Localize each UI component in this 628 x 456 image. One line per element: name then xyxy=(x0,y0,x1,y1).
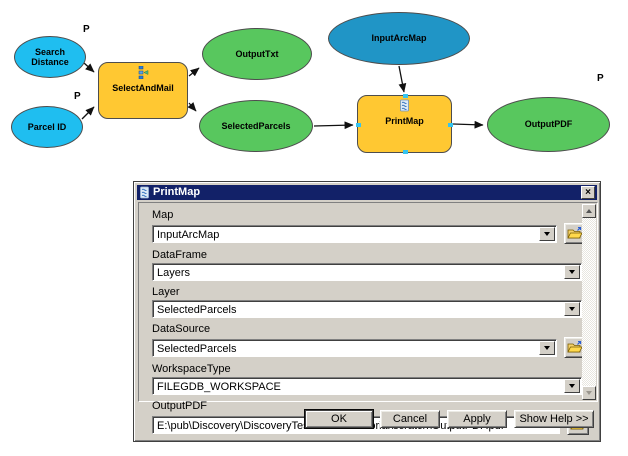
workspacetype-combobox[interactable]: FILEGDB_WORKSPACE xyxy=(152,377,582,395)
show-help-button[interactable]: Show Help >> xyxy=(514,410,594,428)
field-label-map: Map xyxy=(152,209,174,221)
dropdown-arrow-button[interactable] xyxy=(539,226,555,241)
connector-arrows xyxy=(81,62,484,130)
node-label: OutputPDF xyxy=(524,119,573,130)
node-label: Search Distance xyxy=(31,46,69,67)
datasource-combobox[interactable]: SelectedParcels xyxy=(152,338,557,357)
node-select-and-mail[interactable]: SelectAndMail xyxy=(98,62,188,119)
field-label-dataframe: DataFrame xyxy=(152,249,208,261)
parameter-marker-parcel-id: P xyxy=(74,91,81,102)
workspacetype-value: FILEGDB_WORKSPACE xyxy=(157,381,281,393)
field-label-layer: Layer xyxy=(152,286,180,298)
node-parcel-id[interactable]: Parcel ID xyxy=(11,106,83,148)
layer-combobox[interactable]: SelectedParcels xyxy=(152,300,582,318)
apply-button[interactable]: Apply xyxy=(447,410,507,428)
dropdown-arrow-button[interactable] xyxy=(564,379,580,393)
datasource-browse-button[interactable] xyxy=(564,337,586,358)
node-print-map[interactable]: PrintMap xyxy=(356,94,453,154)
model-icon xyxy=(138,66,149,79)
vertical-scrollbar[interactable] xyxy=(582,204,596,400)
node-label: SelectAndMail xyxy=(112,83,174,93)
node-input-arcmap[interactable]: InputArcMap xyxy=(328,12,470,65)
script-icon xyxy=(140,186,149,199)
chevron-down-icon xyxy=(569,270,575,274)
open-folder-icon xyxy=(567,227,583,239)
dropdown-arrow-button[interactable] xyxy=(539,340,555,355)
field-label-workspacetype: WorkspaceType xyxy=(152,363,231,375)
map-combobox[interactable]: InputArcMap xyxy=(152,224,557,243)
triangle-down-icon xyxy=(586,391,592,395)
dataframe-value: Layers xyxy=(157,267,191,279)
parameter-marker-output-pdf: P xyxy=(597,73,604,84)
printmap-dialog: PrintMap × Map InputArcMap xyxy=(133,181,601,442)
chevron-down-icon xyxy=(544,345,550,350)
cancel-button[interactable]: Cancel xyxy=(380,410,440,428)
node-label: Parcel ID xyxy=(27,121,67,132)
node-label: InputArcMap xyxy=(371,33,427,44)
model-diagram: Search Distance P Parcel ID P SelectAndM… xyxy=(0,0,628,180)
chevron-down-icon xyxy=(544,231,550,236)
field-label-datasource: DataSource xyxy=(152,323,211,335)
layer-value: SelectedParcels xyxy=(157,304,237,316)
scroll-up-button[interactable] xyxy=(582,204,596,218)
node-selected-parcels[interactable]: SelectedParcels xyxy=(199,100,313,152)
parameter-marker-search-distance: P xyxy=(83,24,90,35)
open-folder-icon xyxy=(567,341,583,353)
selection-handle xyxy=(356,123,361,127)
chevron-down-icon xyxy=(569,384,575,388)
ok-button[interactable]: OK xyxy=(305,410,373,428)
node-output-txt[interactable]: OutputTxt xyxy=(202,28,312,80)
map-value: InputArcMap xyxy=(157,228,220,241)
node-label: OutputTxt xyxy=(235,48,279,59)
field-label-outputpdf: OutputPDF xyxy=(152,400,208,412)
dialog-button-row: OK Cancel Apply Show Help >> xyxy=(305,410,594,428)
parameter-panel: Map InputArcMap DataFrame La xyxy=(138,202,598,435)
node-label: SelectedParcels xyxy=(221,120,291,131)
triangle-up-icon xyxy=(586,209,592,213)
node-search-distance[interactable]: Search Distance xyxy=(14,36,86,78)
dialog-titlebar: PrintMap × xyxy=(137,185,597,200)
node-label: PrintMap xyxy=(385,116,424,126)
script-icon xyxy=(400,99,409,112)
selection-handle xyxy=(403,150,408,154)
node-output-pdf[interactable]: OutputPDF xyxy=(487,97,610,152)
chevron-down-icon xyxy=(569,307,575,311)
selection-handle xyxy=(448,123,453,127)
selection-handle xyxy=(403,94,408,98)
dataframe-combobox[interactable]: Layers xyxy=(152,263,582,281)
dropdown-arrow-button[interactable] xyxy=(564,265,580,279)
dropdown-arrow-button[interactable] xyxy=(564,302,580,316)
scroll-down-button[interactable] xyxy=(582,386,596,400)
datasource-value: SelectedParcels xyxy=(157,342,237,355)
dialog-title: PrintMap xyxy=(153,186,201,198)
close-button[interactable]: × xyxy=(581,186,595,199)
